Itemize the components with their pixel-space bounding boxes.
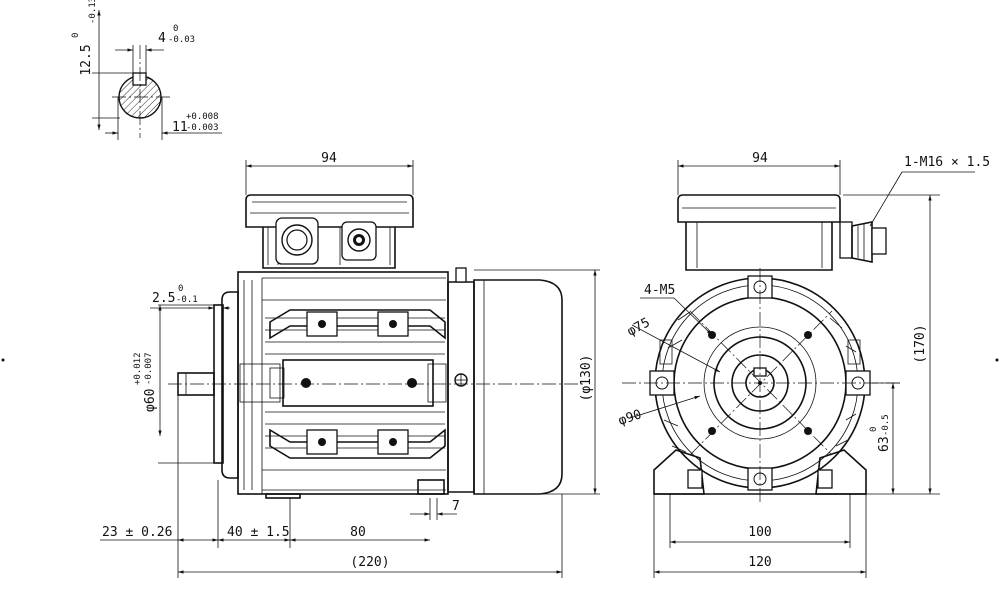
shaft-dia-tol-upper: +0.008 xyxy=(186,112,219,122)
cable-gland-dim: 1-M16 × 1.5 xyxy=(904,155,990,170)
shaft-dia-tol-lower: -0.003 xyxy=(186,123,219,133)
end-box-width-dim: 94 xyxy=(752,151,768,166)
shaft-dia-dim: 11 xyxy=(172,120,188,135)
key-height-tol-lower: -0.13 xyxy=(88,0,98,24)
shaft-length-dim: 23 ± 0.26 xyxy=(102,525,172,540)
bolt-circle-dim: φ90 xyxy=(617,407,644,429)
shaft-height-tol-upper: 0 xyxy=(869,427,879,432)
foot-slot-dim: 7 xyxy=(452,499,460,514)
cooling-fins xyxy=(265,309,446,459)
foot-width-dim: 120 xyxy=(748,555,771,570)
spigot-circle-dim: φ75 xyxy=(625,315,653,339)
flange-to-foot-dim: 40 ± 1.5 xyxy=(227,525,290,540)
side-box-width-dim: 94 xyxy=(321,151,337,166)
foot-hole-spacing-dim: 100 xyxy=(748,525,771,540)
key-height-tol-upper: 0 xyxy=(71,33,81,38)
spigot-dia-tol-upper: +0.012 xyxy=(133,352,143,385)
shaft-height-dim: 63 xyxy=(877,436,892,452)
body-dia-dim: (φ130) xyxy=(579,355,594,402)
flange-holes-dim: 4-M5 xyxy=(644,283,675,298)
key-width-tol-lower: -0.03 xyxy=(168,35,195,45)
flange-step-dim: 2.5 xyxy=(152,291,175,306)
flange-step-tol-upper: 0 xyxy=(178,284,183,294)
spigot-dia-dim: φ60 xyxy=(143,389,158,412)
foot-spacing-dim: 80 xyxy=(350,525,366,540)
key-width-dim: 4 xyxy=(158,31,166,46)
motor-side-view xyxy=(100,160,600,578)
key-width-tol-upper: 0 xyxy=(173,24,178,34)
overall-height-dim: (170) xyxy=(913,324,928,363)
motor-end-view xyxy=(622,160,975,578)
cable-gland xyxy=(839,221,887,263)
spigot-dia-tol-lower: -0.007 xyxy=(144,352,154,385)
flange-step-tol-lower: -0.1 xyxy=(176,295,198,305)
overall-length-dim: (220) xyxy=(350,555,389,570)
shaft-key-section xyxy=(92,10,222,140)
key-height-dim: 12.5 xyxy=(79,44,94,75)
shaft-height-tol-lower: -0.5 xyxy=(881,414,891,436)
